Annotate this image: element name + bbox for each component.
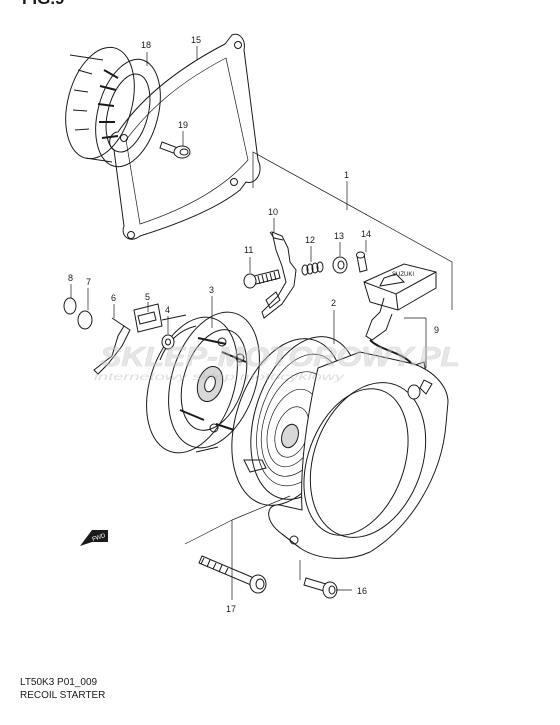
part-9-handle: SUZUKI <box>363 263 437 391</box>
callout-18: 18 <box>141 40 151 50</box>
callout-3: 3 <box>209 285 214 295</box>
callout-11: 11 <box>244 245 253 255</box>
callout-19: 19 <box>178 120 188 130</box>
callout-1: 1 <box>344 170 349 180</box>
callout-9: 9 <box>434 325 439 335</box>
part-15-gasket <box>109 33 261 240</box>
part-16-bolt <box>303 577 338 599</box>
part-12-spring <box>301 261 324 276</box>
callout-5: 5 <box>145 292 150 302</box>
part-6-spring-clip <box>93 317 131 375</box>
callout-12: 12 <box>305 235 315 245</box>
fwd-arrow: FWD <box>80 530 108 546</box>
callout-7: 7 <box>86 277 91 287</box>
part-8-oring <box>63 297 77 315</box>
callout-16: 16 <box>357 586 367 596</box>
part-19-bolt <box>159 141 191 159</box>
part-11-bolt <box>243 269 281 289</box>
figure-code: LT50K3 P01_009 <box>20 677 98 688</box>
part-4-washer <box>161 334 175 350</box>
callout-labels: 1 2 3 4 5 6 7 8 9 10 11 12 13 14 15 16 1… <box>68 35 439 614</box>
callout-17: 17 <box>226 604 236 614</box>
callout-4: 4 <box>165 305 170 315</box>
watermark-sub: internetowy sklep motocyklowy <box>94 372 346 383</box>
callout-10: 10 <box>268 207 278 217</box>
callout-15: 15 <box>191 35 201 45</box>
watermark-main: SKLEP-MOTOROWY.PL <box>100 341 460 372</box>
leader-lines <box>70 46 453 600</box>
part-5-guide <box>133 303 163 333</box>
part-10-pawl <box>261 231 297 319</box>
figure-header: FIG.9 <box>22 0 65 8</box>
part-1-case <box>268 351 449 559</box>
part-7-oring <box>77 310 93 330</box>
figure-title: RECOIL STARTER <box>20 690 106 701</box>
callout-6: 6 <box>111 293 116 303</box>
part-14-bushing <box>356 251 368 273</box>
callout-2: 2 <box>331 298 336 308</box>
callout-8: 8 <box>68 273 73 283</box>
svg-text:SUZUKI: SUZUKI <box>392 272 414 278</box>
watermark: SKLEP-MOTOROWY.PL internetowy sklep moto… <box>94 341 460 383</box>
part-17-long-bolt <box>198 555 267 594</box>
callout-13: 13 <box>334 231 344 241</box>
fwd-label: FWD <box>92 533 107 543</box>
part-3-reel <box>146 311 260 454</box>
part-13-washer <box>332 256 348 274</box>
callout-14: 14 <box>361 229 371 239</box>
part-18-starter-cup <box>65 46 161 168</box>
